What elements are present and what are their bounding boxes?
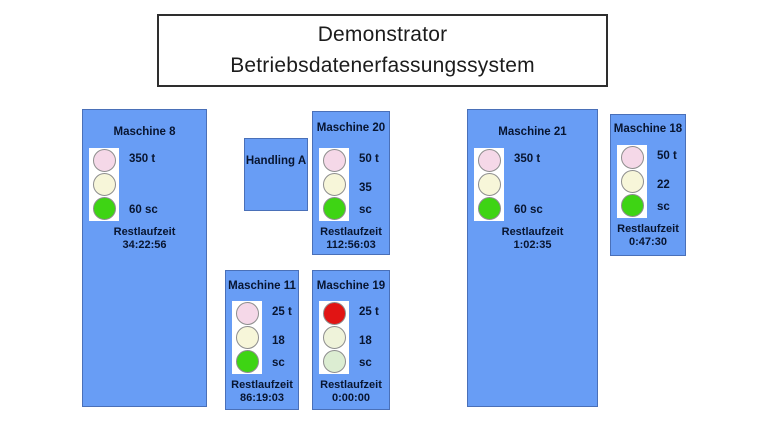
page-title-line-2: Betriebsdatenerfassungssystem: [230, 54, 535, 77]
machine-panel-20: Maschine 20 50 t 35 sc Restlaufzeit 112:…: [312, 111, 390, 255]
traffic-light-green-lamp: [322, 197, 346, 221]
machine-values: 350 t 60 sc: [129, 148, 204, 221]
remaining-time-label: Restlaufzeit: [231, 379, 293, 391]
traffic-light-box: [617, 145, 647, 218]
remaining-time-label: Restlaufzeit: [617, 223, 679, 235]
remaining-time-block: Restlaufzeit 1:02:35: [468, 226, 597, 252]
traffic-light-yellow-lamp: [92, 172, 116, 196]
traffic-light-green-lamp: [92, 197, 116, 221]
traffic-light-box: [474, 148, 504, 221]
traffic-light-red-lamp: [620, 145, 644, 169]
traffic-light-yellow-lamp: [235, 325, 259, 349]
machine-name: Maschine 19: [316, 280, 386, 292]
machine-panel-11: Maschine 11 25 t 18 sc Restlaufzeit 86:1…: [225, 270, 299, 410]
remaining-time-label: Restlaufzeit: [320, 379, 382, 391]
cycle-seconds-value: 18 sc: [359, 335, 372, 369]
traffic-light-yellow-lamp: [322, 325, 346, 349]
traffic-light-red-lamp: [477, 148, 501, 172]
tonnage-value: 350 t: [514, 153, 541, 165]
tonnage-value: 25 t: [359, 306, 379, 318]
remaining-time-block: Restlaufzeit 112:56:03: [313, 226, 389, 252]
page-title-line-1: Demonstrator: [317, 23, 448, 46]
tonnage-value: 50 t: [657, 150, 677, 162]
remaining-time-value: 0:00:00: [332, 392, 370, 404]
traffic-light-green-lamp: [235, 350, 259, 374]
machine-values: 350 t 60 sc: [514, 148, 595, 221]
traffic-light-box: [319, 148, 349, 221]
traffic-light-box: [232, 301, 262, 374]
machine-values: 50 t 22 sc: [657, 145, 683, 218]
cycle-seconds-value: 18 sc: [272, 335, 285, 369]
machine-panel-8: Maschine 8 350 t 60 sc Restlaufzeit 34:2…: [82, 109, 207, 407]
page-title-box: Demonstrator Betriebsdatenerfassungssyst…: [157, 14, 608, 87]
machine-values: 50 t 35 sc: [359, 148, 387, 221]
traffic-light-green-lamp: [620, 194, 644, 218]
traffic-light-box: [319, 301, 349, 374]
traffic-light-green-lamp: [477, 197, 501, 221]
machine-panel-18: Maschine 18 50 t 22 sc Restlaufzeit 0:47…: [610, 114, 686, 256]
cycle-seconds-value: 60 sc: [129, 204, 158, 216]
traffic-light-yellow-lamp: [620, 169, 644, 193]
tonnage-value: 50 t: [359, 153, 379, 165]
machine-panel-21: Maschine 21 350 t 60 sc Restlaufzeit 1:0…: [467, 109, 598, 407]
remaining-time-block: Restlaufzeit 86:19:03: [226, 379, 298, 405]
remaining-time-label: Restlaufzeit: [320, 226, 382, 238]
cycle-seconds-value: 22 sc: [657, 179, 670, 213]
machine-name: Maschine 21: [498, 126, 567, 138]
remaining-time-block: Restlaufzeit 0:00:00: [313, 379, 389, 405]
handling-unit-panel: Handling A: [244, 138, 308, 211]
remaining-time-label: Restlaufzeit: [113, 226, 176, 238]
machine-name: Maschine 18: [613, 123, 683, 135]
machine-panel-19: Maschine 19 25 t 18 sc Restlaufzeit 0:00…: [312, 270, 390, 410]
tonnage-value: 25 t: [272, 306, 292, 318]
tonnage-value: 350 t: [129, 153, 156, 165]
machine-values: 25 t 18 sc: [272, 301, 296, 374]
cycle-seconds-value: 35 sc: [359, 182, 372, 216]
machine-name: Maschine 11: [228, 280, 296, 292]
traffic-light-yellow-lamp: [477, 172, 501, 196]
remaining-time-block: Restlaufzeit 0:47:30: [611, 223, 685, 249]
machine-name: Maschine 8: [113, 126, 176, 138]
machine-name: Maschine 20: [316, 122, 386, 134]
remaining-time-block: Restlaufzeit 34:22:56: [83, 226, 206, 252]
traffic-light-box: [89, 148, 119, 221]
remaining-time-label: Restlaufzeit: [501, 226, 564, 238]
traffic-light-red-lamp: [322, 301, 346, 325]
remaining-time-value: 0:47:30: [629, 236, 667, 248]
remaining-time-value: 34:22:56: [122, 239, 167, 251]
handling-unit-label: Handling A: [245, 155, 307, 167]
remaining-time-value: 86:19:03: [239, 392, 285, 404]
cycle-seconds-value: 60 sc: [514, 204, 543, 216]
traffic-light-green-lamp: [322, 350, 346, 374]
remaining-time-value: 1:02:35: [513, 239, 552, 251]
remaining-time-value: 112:56:03: [326, 239, 376, 251]
traffic-light-red-lamp: [235, 301, 259, 325]
machine-values: 25 t 18 sc: [359, 301, 387, 374]
traffic-light-red-lamp: [92, 148, 116, 172]
traffic-light-yellow-lamp: [322, 172, 346, 196]
traffic-light-red-lamp: [322, 148, 346, 172]
